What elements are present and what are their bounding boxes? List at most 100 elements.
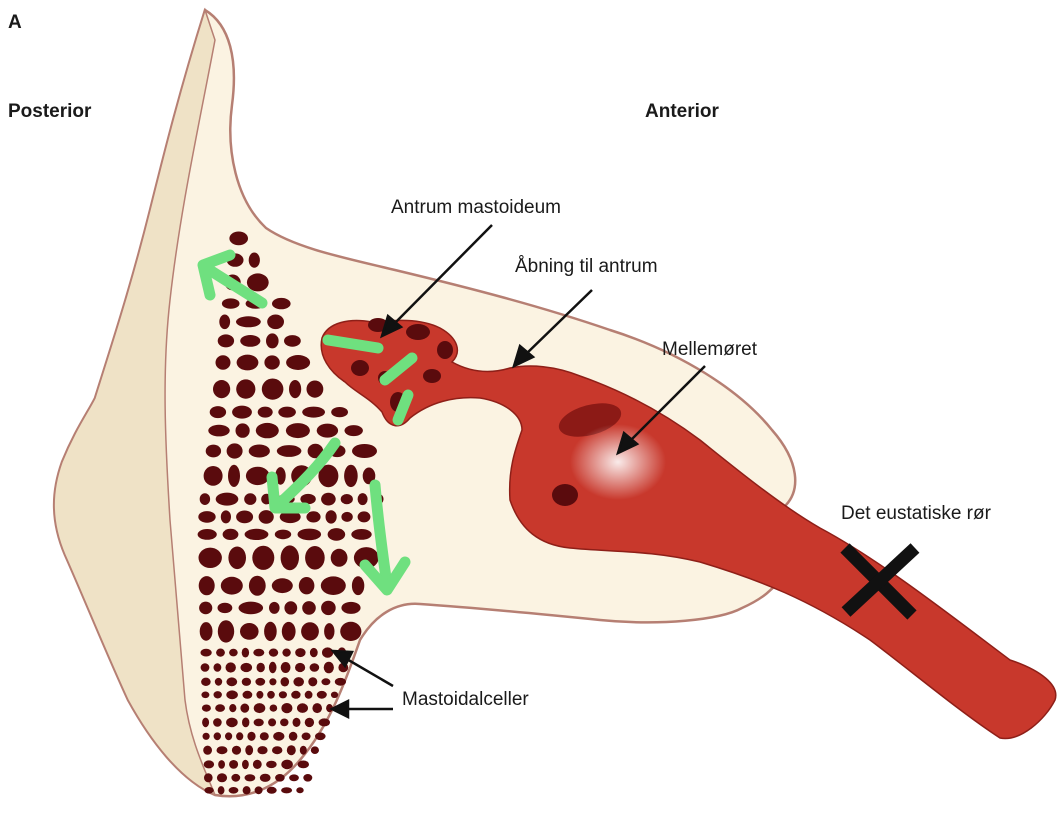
- mastoid-cell: [241, 663, 253, 672]
- mastoid-cell: [215, 678, 222, 686]
- mastoid-cell: [236, 423, 250, 437]
- mastoid-cell: [302, 407, 325, 418]
- mastoid-cell: [307, 381, 324, 398]
- mastoid-cell: [296, 787, 303, 793]
- mastoid-cell: [303, 774, 312, 782]
- mastoid-cell: [229, 649, 238, 657]
- mastoid-cell: [341, 494, 353, 504]
- mastoid-cell: [206, 445, 221, 458]
- mastoid-cell: [213, 380, 230, 398]
- mastoid-cell: [201, 692, 209, 699]
- mastoid-cell: [242, 718, 249, 728]
- mastoid-cell: [201, 649, 212, 657]
- mastoid-cell: [217, 746, 228, 754]
- mastoid-cell: [229, 760, 238, 769]
- mastoid-cell: [293, 677, 304, 686]
- mastoid-cell: [344, 465, 358, 487]
- mastoid-cell: [321, 493, 336, 506]
- mastoid-cell: [305, 691, 313, 699]
- mastoid-cell: [242, 648, 249, 658]
- mastoid-cell: [317, 691, 327, 699]
- mastoid-cell: [216, 649, 225, 657]
- mastoid-cell: [218, 334, 234, 347]
- mastoid-cell: [226, 677, 237, 686]
- mastoid-cell: [247, 732, 255, 741]
- mastoid-cell: [255, 678, 265, 686]
- mastoid-cell: [243, 786, 251, 794]
- mastoid-cell: [260, 732, 269, 740]
- mastoid-cell: [198, 511, 215, 523]
- mastoid-cell: [272, 298, 291, 309]
- mastoid-cell: [324, 623, 334, 640]
- middle-ear-recess: [552, 484, 578, 506]
- mastoid-cell: [221, 577, 243, 595]
- mastoid-cell: [317, 424, 338, 438]
- mastoid-cell: [315, 733, 326, 741]
- mastoid-cell: [352, 444, 377, 458]
- mastoid-cell: [215, 704, 225, 712]
- pointer-arrow-icon: [345, 658, 393, 686]
- mastoid-cell: [267, 691, 275, 699]
- mastoid-cell: [352, 576, 364, 595]
- mastoid-cell: [218, 603, 233, 613]
- mastoid-cell: [299, 577, 315, 594]
- mastoid-cell: [254, 703, 266, 713]
- mastoid-cell: [256, 423, 279, 438]
- mastoid-cell: [310, 648, 318, 657]
- mastoid-cell: [262, 379, 284, 400]
- mastoid-cell: [300, 746, 307, 755]
- mastoid-cell: [281, 677, 290, 686]
- mastoid-cell: [200, 493, 210, 505]
- mastoid-cell: [227, 443, 243, 458]
- mastoid-cell: [267, 315, 284, 330]
- mastoid-cell: [289, 774, 299, 781]
- mastoid-cell: [240, 623, 259, 640]
- mastoid-cell: [275, 774, 285, 782]
- mastoid-cell: [302, 733, 311, 741]
- mastoid-cell: [326, 510, 337, 523]
- mastoid-cell: [287, 745, 296, 755]
- mastoid-cell: [218, 786, 225, 794]
- mastoid-cell: [328, 528, 346, 541]
- mastoid-cell: [236, 511, 253, 524]
- mastoid-cell: [312, 703, 322, 713]
- mastoid-cell: [266, 761, 277, 768]
- mastoid-cell: [228, 465, 240, 487]
- mastoid-cell: [273, 732, 284, 741]
- mastoid-cell: [305, 718, 314, 727]
- mastoid-cell: [280, 719, 288, 727]
- mastoid-cell: [214, 691, 222, 698]
- mastoid-cell: [242, 760, 249, 769]
- mastoid-cell: [236, 316, 261, 327]
- mastoid-cell: [295, 663, 305, 672]
- mastoid-cell: [305, 546, 325, 570]
- mastoid-cell: [322, 647, 333, 657]
- mastoid-cell: [229, 232, 248, 246]
- mastoid-cell: [278, 407, 296, 418]
- mastoid-cell: [216, 493, 239, 506]
- mastoid-cell: [341, 512, 352, 522]
- mastoid-cell: [289, 732, 298, 741]
- mastoid-cell: [286, 423, 310, 438]
- mastoid-cell: [236, 732, 243, 740]
- mastoid-cell: [264, 622, 277, 641]
- mastoid-cell: [281, 703, 292, 713]
- mastoid-cell: [272, 746, 282, 754]
- posterior-label: Posterior: [8, 101, 92, 122]
- mastoid-cell: [199, 548, 222, 568]
- mastoid-cell: [321, 601, 336, 615]
- mastoid-cell: [311, 746, 319, 754]
- mastoid-cell: [201, 678, 211, 686]
- mastoid-cell: [249, 576, 266, 596]
- mastoid-cell: [289, 380, 301, 398]
- mastoid-cell: [214, 732, 221, 740]
- mastoid-cell: [284, 335, 301, 347]
- mastoid-cell: [270, 705, 278, 712]
- mastoid-cell: [284, 601, 297, 614]
- mastoid-cell: [293, 718, 301, 727]
- mastoid-cell: [324, 662, 334, 674]
- mastoid-cell: [308, 677, 317, 686]
- mastoid-cell: [351, 529, 371, 540]
- mastoid-cell: [232, 406, 252, 419]
- mastoid-cell: [246, 467, 270, 485]
